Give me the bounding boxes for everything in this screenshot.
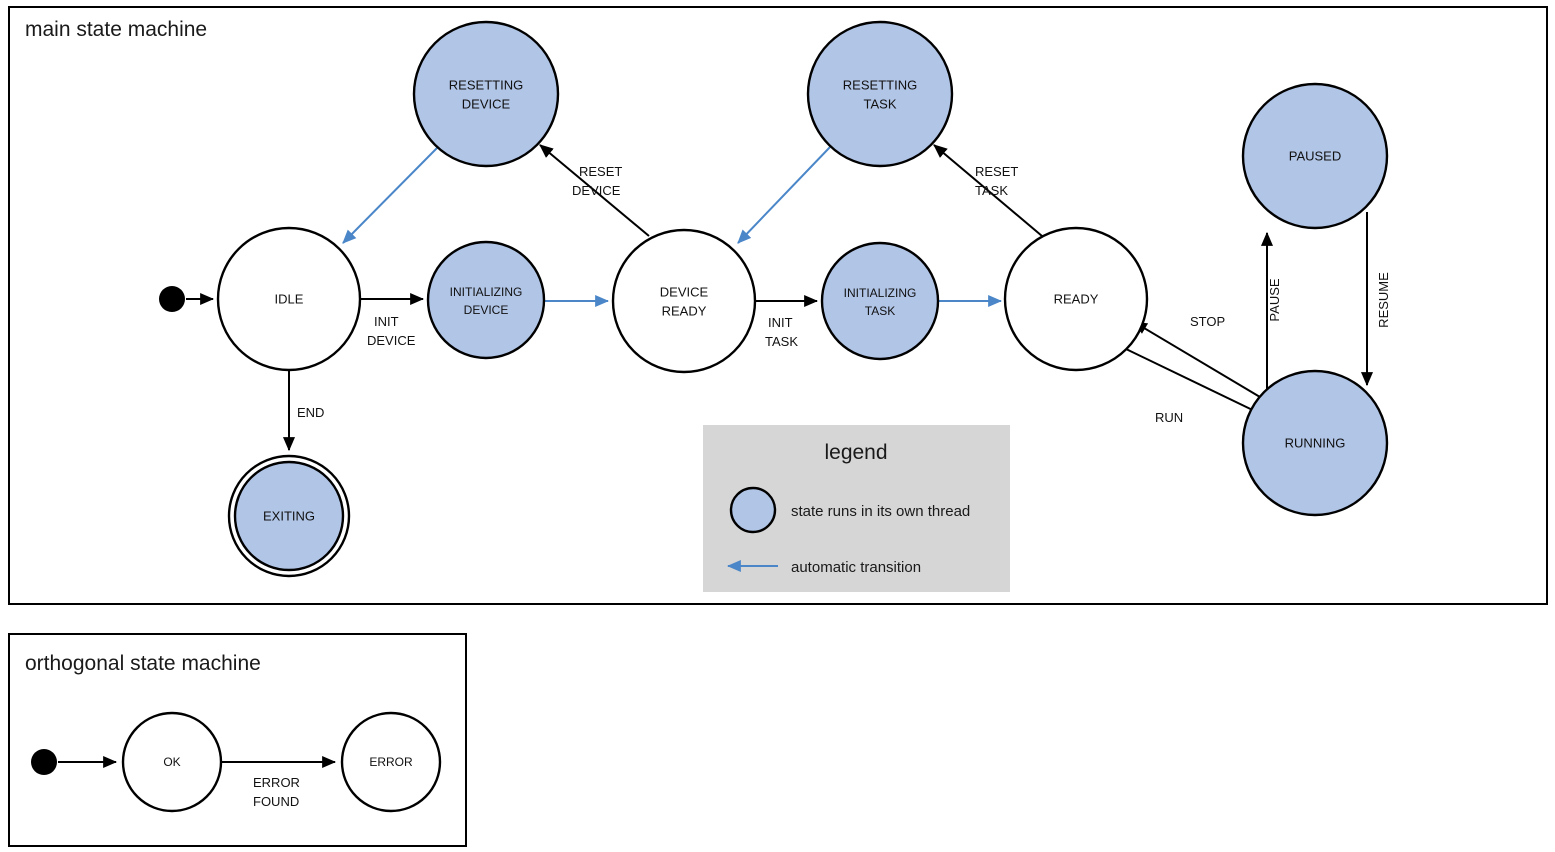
state-resetting-task-label-line1: RESETTING	[843, 77, 917, 92]
initial-state-marker	[159, 286, 185, 312]
state-ok[interactable]: OK	[121, 711, 223, 813]
state-resetting-device-label-line1: RESETTING	[449, 77, 523, 92]
orthogonal-initial-state-marker	[31, 749, 57, 775]
state-exiting[interactable]: EXITING	[227, 454, 351, 578]
state-running[interactable]: RUNNING	[1241, 369, 1389, 517]
edge-label-init-device-line1: INIT	[374, 314, 399, 329]
edge-label-error-found-line1: ERROR	[253, 775, 300, 790]
edge-label-init-task-line1: INIT	[768, 315, 793, 330]
state-device-ready-shape	[611, 228, 757, 374]
edge-device-ready-to-resetting-device[interactable]	[539, 144, 650, 237]
state-error[interactable]: ERROR	[340, 711, 442, 813]
state-device-ready[interactable]: DEVICE READY	[611, 228, 757, 374]
main-frame-title: main state machine	[25, 18, 207, 41]
state-initializing-device-label-line1: INITIALIZING	[450, 285, 523, 299]
state-resetting-task[interactable]: RESETTING TASK	[806, 20, 954, 168]
state-error-shape	[340, 711, 442, 813]
states-layer: IDLE RESETTING DEVICE INITIALIZING DEVIC…	[159, 20, 1389, 578]
edge-label-pause: PAUSE	[1267, 278, 1282, 321]
state-ready[interactable]: READY	[1003, 226, 1149, 372]
state-idle-shape	[216, 226, 362, 372]
state-exiting-shape	[233, 460, 345, 572]
edge-label-run: RUN	[1155, 410, 1183, 425]
state-ready-shape	[1003, 226, 1149, 372]
state-device-ready-label-line1: DEVICE	[660, 284, 709, 299]
legend: legend state runs in its own thread auto…	[703, 425, 1010, 592]
state-resetting-device[interactable]: RESETTING DEVICE	[412, 20, 560, 168]
state-initializing-device-shape	[426, 240, 546, 360]
state-paused-shape	[1241, 82, 1389, 230]
state-device-ready-label-line2: READY	[662, 303, 707, 318]
orthogonal-state-machine-frame: orthogonal state machine ERROR FOUND OK …	[8, 633, 467, 847]
edge-label-end: END	[297, 405, 324, 420]
state-initializing-device-label-line2: DEVICE	[464, 303, 509, 317]
state-initializing-task-label-line2: TASK	[865, 304, 895, 318]
edge-label-init-device-line2: DEVICE	[367, 333, 416, 348]
legend-item-auto-transition-label: automatic transition	[791, 559, 921, 576]
state-initializing-task[interactable]: INITIALIZING TASK	[820, 241, 940, 361]
state-error-label: ERROR	[369, 755, 413, 769]
legend-title: legend	[824, 441, 887, 464]
edge-label-reset-device-line1: RESET	[579, 164, 622, 179]
state-idle[interactable]: IDLE	[216, 226, 362, 372]
state-resetting-task-shape	[806, 20, 954, 168]
orthogonal-frame-title: orthogonal state machine	[25, 652, 261, 675]
edge-label-resume: RESUME	[1376, 272, 1391, 328]
state-running-shape	[1241, 369, 1389, 517]
transition-labels-layer: INIT DEVICE END RESET DEVICE INIT TASK R…	[297, 164, 1391, 425]
state-paused-label: PAUSED	[1289, 148, 1342, 163]
state-ok-shape	[121, 711, 223, 813]
edge-label-init-task-line2: TASK	[765, 334, 798, 349]
state-initializing-task-label-line1: INITIALIZING	[844, 286, 917, 300]
state-initializing-task-shape	[820, 241, 940, 361]
edge-resetting-task-to-device-ready[interactable]	[737, 145, 832, 244]
legend-item-threaded-state: state runs in its own thread	[729, 486, 970, 534]
state-paused[interactable]: PAUSED	[1241, 82, 1389, 230]
edge-resetting-device-to-idle[interactable]	[342, 147, 438, 244]
state-ok-label: OK	[163, 755, 180, 769]
edge-label-error-found-line2: FOUND	[253, 794, 299, 809]
state-resetting-task-label-line2: TASK	[864, 96, 897, 111]
edge-label-stop: STOP	[1190, 314, 1225, 329]
state-exiting-label: EXITING	[263, 508, 315, 523]
state-resetting-device-shape	[412, 20, 560, 168]
edge-label-reset-task-line1: RESET	[975, 164, 1018, 179]
state-idle-label: IDLE	[275, 291, 304, 306]
edge-label-reset-device-line2: DEVICE	[572, 183, 621, 198]
state-ready-label: READY	[1054, 291, 1099, 306]
edge-running-to-ready[interactable]	[1133, 321, 1266, 401]
legend-item-auto-transition: automatic transition	[726, 559, 921, 576]
transitions-layer	[186, 144, 1374, 452]
state-running-label: RUNNING	[1285, 435, 1346, 450]
edge-ready-to-running[interactable]	[1125, 348, 1267, 417]
legend-item-threaded-state-label: state runs in its own thread	[791, 503, 970, 520]
legend-blue-circle-icon	[729, 486, 777, 534]
state-resetting-device-label-line2: DEVICE	[462, 96, 511, 111]
state-initializing-device[interactable]: INITIALIZING DEVICE	[426, 240, 546, 360]
edge-label-reset-task-line2: TASK	[975, 183, 1008, 198]
edge-ready-to-resetting-task[interactable]	[933, 144, 1043, 237]
